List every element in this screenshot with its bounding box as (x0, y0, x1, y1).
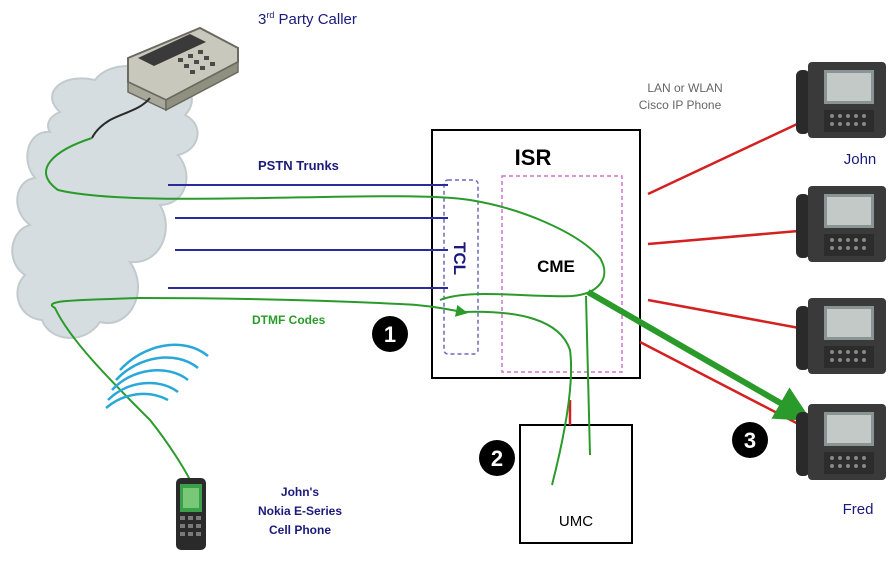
mobile-label-line3: Cell Phone (269, 523, 331, 537)
ip-phone-icon (796, 186, 886, 262)
lan-label-line2: Cisco IP Phone (639, 98, 722, 112)
cell-phone-icon (176, 478, 206, 550)
step-marker-2: 2 (479, 440, 515, 476)
ip-phone-icon (796, 298, 886, 374)
transfer-arrow (586, 289, 812, 421)
tcl-label: TCL (450, 242, 469, 275)
tcl-box (443, 179, 479, 355)
ip-phone-icon (796, 404, 886, 480)
fred-label: Fred (843, 501, 874, 518)
pstn-trunk-lines (168, 184, 448, 289)
john-label: John (844, 151, 877, 168)
mobile-label-line1: John's (281, 485, 320, 499)
call-paths (45, 137, 606, 486)
dtmf-codes-label: DTMF Codes (252, 313, 326, 327)
step-marker-1: 1 (372, 316, 408, 352)
step-marker-3: 3 (732, 422, 768, 458)
svg-text:2: 2 (491, 446, 503, 471)
desk-phone-icon (91, 26, 239, 139)
svg-text:1: 1 (384, 322, 396, 347)
wireless-signal-icon (105, 343, 209, 409)
ip-phone-icon (796, 62, 886, 138)
svg-text:3: 3 (744, 428, 756, 453)
isr-box (431, 129, 641, 379)
pstn-trunks-label: PSTN Trunks (258, 158, 339, 173)
isr-label: ISR (515, 145, 552, 170)
cme-box (501, 175, 623, 373)
umc-label: UMC (559, 513, 593, 530)
lan-label-line1: LAN or WLAN (647, 81, 722, 95)
lan-lines (568, 116, 811, 432)
mobile-label-line2: Nokia E-Series (258, 504, 342, 518)
umc-box (519, 424, 633, 544)
cme-label: CME (537, 257, 575, 276)
third-party-caller-label: 3rd Party Caller (258, 10, 357, 28)
